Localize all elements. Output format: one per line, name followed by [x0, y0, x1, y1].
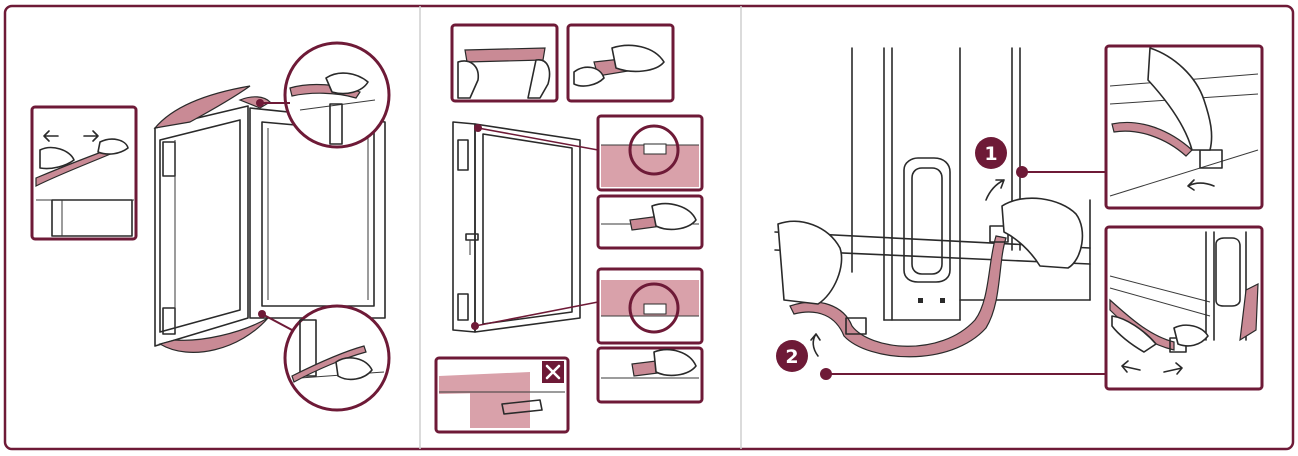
- hinge-marker: [256, 99, 264, 107]
- svg-text:2: 2: [785, 346, 798, 368]
- detail-cap-hold: [450, 23, 559, 103]
- right-hand: [1001, 197, 1084, 269]
- detail-top-cap-fit: [596, 194, 704, 250]
- detail-cap-pinch: [566, 23, 675, 103]
- double-arrow-icon: [1121, 360, 1183, 375]
- detail-clip-release: [1104, 225, 1264, 391]
- step-marker-2: 2: [776, 340, 808, 372]
- curved-arrow-icon: [985, 179, 1005, 201]
- panel-door-straps: [30, 41, 391, 412]
- x-mark-icon: [542, 361, 564, 383]
- detail-strap-pull: [30, 105, 138, 241]
- left-hand: [777, 220, 843, 305]
- double-arrow-icon: [43, 130, 99, 142]
- svg-text:1: 1: [984, 143, 997, 165]
- door-side-view: [452, 121, 581, 333]
- step-marker-1: 1: [975, 137, 1007, 169]
- detail-top-hinge: [283, 41, 391, 149]
- detail-clip-lift: [1104, 44, 1264, 210]
- detail-bottom-cap-location: [596, 267, 704, 345]
- detail-bottom-cap-fit: [596, 346, 704, 404]
- panel-strap-release: 1 2: [774, 44, 1264, 391]
- detail-bottom-hinge: [283, 304, 391, 412]
- door-assembly: [153, 85, 386, 353]
- strap: [789, 235, 1007, 358]
- detail-top-cap-location: [596, 114, 704, 192]
- curved-arrow-icon: [810, 333, 821, 357]
- panel-hinge-caps: [434, 23, 704, 434]
- detail-wrong-fitting: [434, 356, 570, 434]
